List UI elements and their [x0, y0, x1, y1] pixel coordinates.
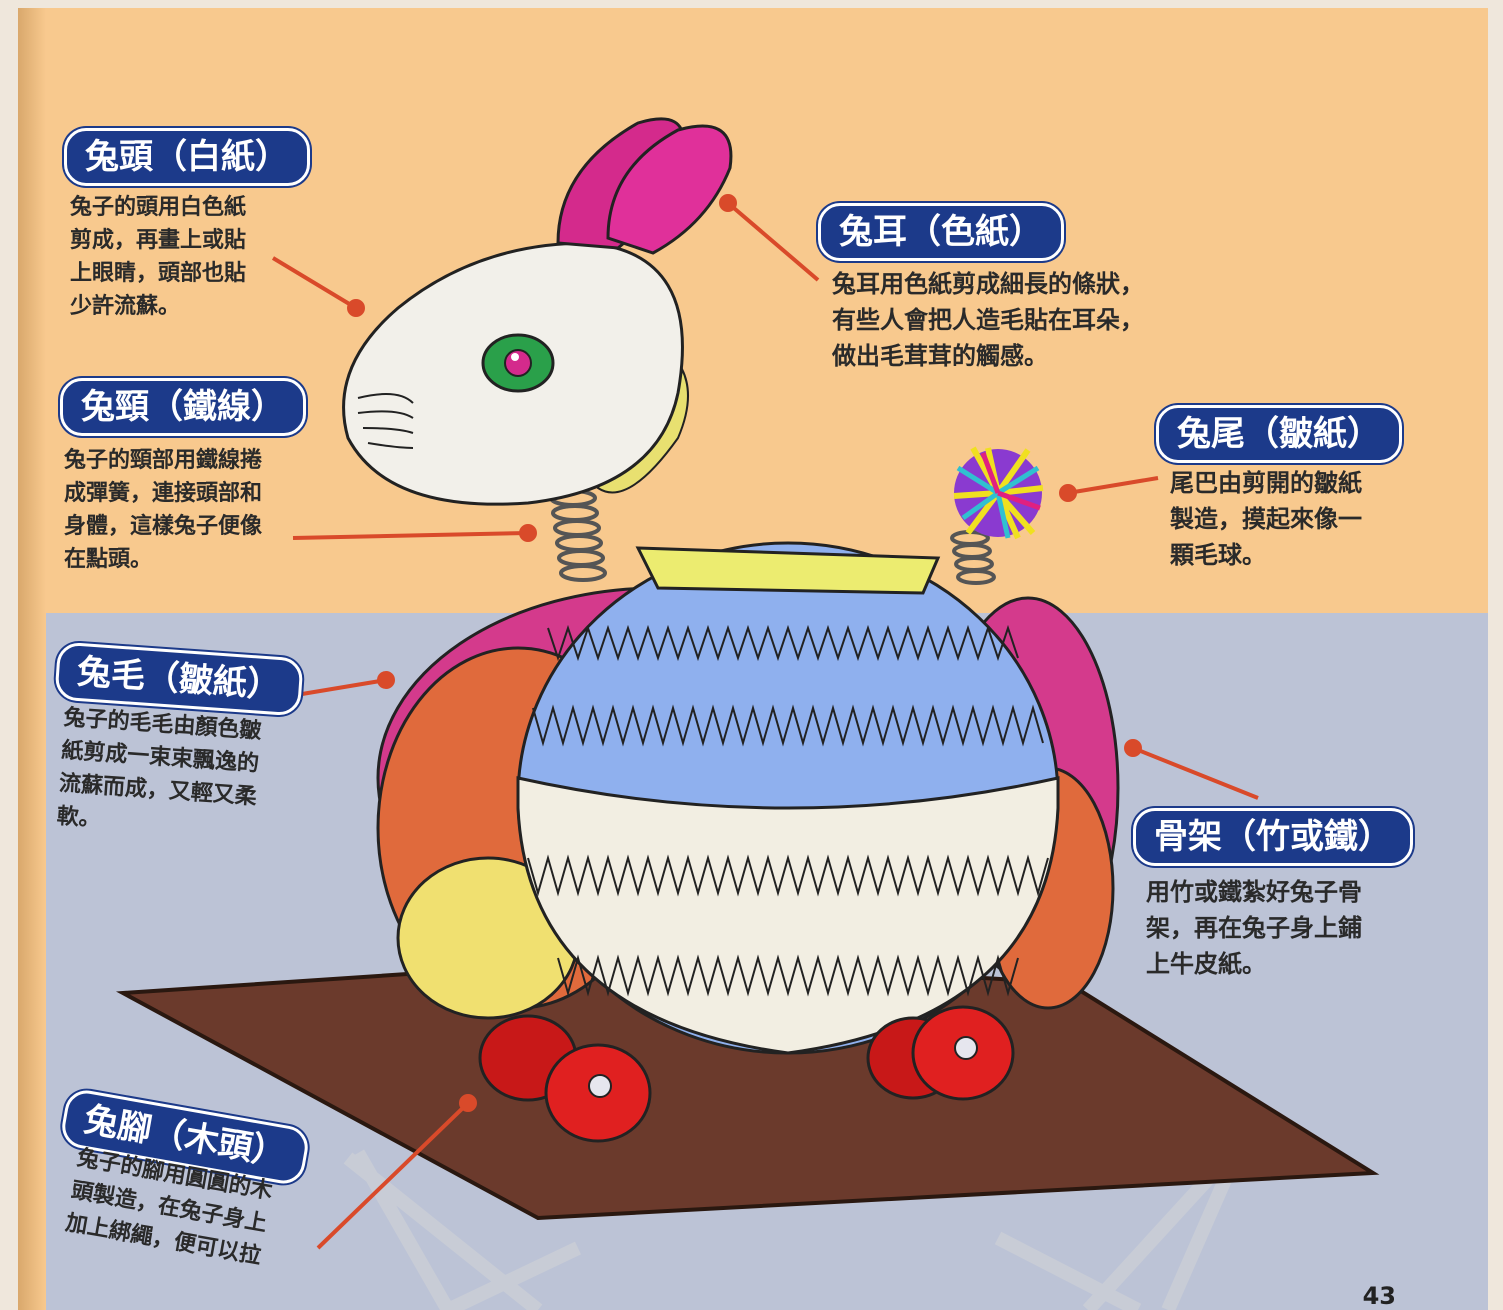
desc-line: 在點頭。 — [64, 543, 262, 576]
label-frame: 骨架（竹或鐵） — [1133, 808, 1413, 866]
desc-line: 上眼睛，頭部也貼 — [70, 257, 246, 290]
label-head-wire: 兔頸（鐵線） — [60, 378, 306, 436]
desc-ears: 兔耳用色紙剪成細長的條狀， 有些人會把人造毛貼在耳朵， 做出毛茸茸的觸感。 — [832, 266, 1144, 374]
desc-line: 兔子的頸部用鐵線捲 — [64, 444, 262, 477]
desc-line: 上牛皮紙。 — [1146, 946, 1362, 982]
desc-fur: 兔子的毛毛由顏色皺 紙剪成一束束飄逸的 流蘇而成，又輕又柔 軟。 — [56, 701, 263, 846]
desc-tail: 尾巴由剪開的皺紙 製造，摸起來像一 顆毛球。 — [1170, 465, 1362, 573]
desc-line: 兔耳用色紙剪成細長的條狀， — [832, 266, 1144, 302]
desc-line: 有些人會把人造毛貼在耳朵， — [832, 302, 1144, 338]
desc-line: 成彈簧，連接頭部和 — [64, 477, 262, 510]
tail-pompom — [954, 448, 1043, 538]
desc-line: 身體，這樣兔子便像 — [64, 510, 262, 543]
desc-head-paper: 兔子的頭用白色紙 剪成，再畫上或貼 上眼睛，頭部也貼 少許流蘇。 — [70, 191, 246, 323]
desc-head-wire: 兔子的頸部用鐵線捲 成彈簧，連接頭部和 身體，這樣兔子便像 在點頭。 — [64, 444, 262, 576]
label-ears: 兔耳（色紙） — [818, 203, 1064, 261]
book-page: 兔頭（白紙） 兔子的頭用白色紙 剪成，再畫上或貼 上眼睛，頭部也貼 少許流蘇。 … — [18, 8, 1488, 1310]
desc-line: 顆毛球。 — [1170, 537, 1362, 573]
desc-line: 剪成，再畫上或貼 — [70, 224, 246, 257]
desc-line: 用竹或鐵紮好兔子骨 — [1146, 874, 1362, 910]
label-tail: 兔尾（皺紙） — [1156, 405, 1402, 463]
rabbit-body — [378, 543, 1118, 1053]
desc-frame: 用竹或鐵紮好兔子骨 架，再在兔子身上鋪 上牛皮紙。 — [1146, 874, 1362, 982]
desc-line: 做出毛茸茸的觸感。 — [832, 338, 1144, 374]
desc-line: 尾巴由剪開的皺紙 — [1170, 465, 1362, 501]
desc-line: 兔子的頭用白色紙 — [70, 191, 246, 224]
desc-line: 少許流蘇。 — [70, 290, 246, 323]
label-head-paper: 兔頭（白紙） — [64, 128, 310, 186]
desc-line: 架，再在兔子身上鋪 — [1146, 910, 1362, 946]
desc-line: 製造，摸起來像一 — [1170, 501, 1362, 537]
page-number: 43 — [1363, 1282, 1396, 1310]
